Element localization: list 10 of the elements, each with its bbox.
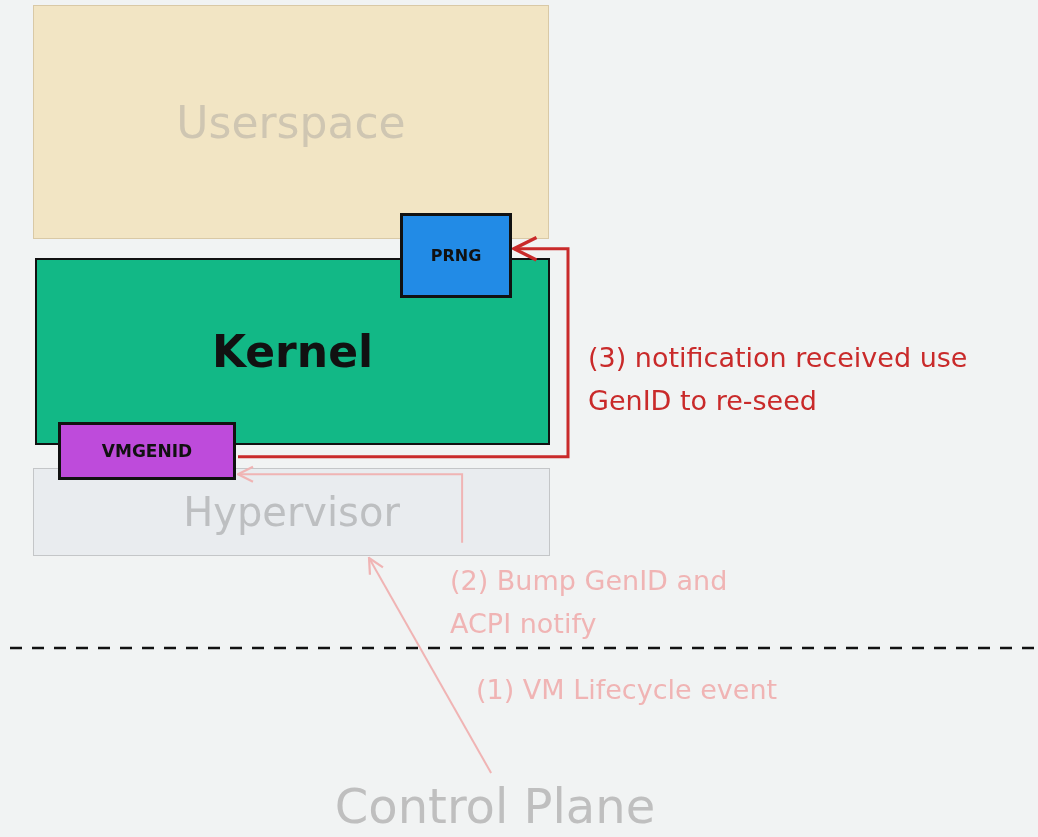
layer-box <box>33 468 550 556</box>
component-label: PRNG <box>430 246 482 265</box>
arrow <box>236 465 464 544</box>
arrow <box>367 556 493 774</box>
arrow <box>238 235 570 459</box>
layer-title: Kernel <box>211 326 374 377</box>
component-box <box>58 422 236 480</box>
layer-box <box>33 5 549 239</box>
component-box <box>400 213 512 298</box>
component-label: VMGENID <box>101 441 193 461</box>
